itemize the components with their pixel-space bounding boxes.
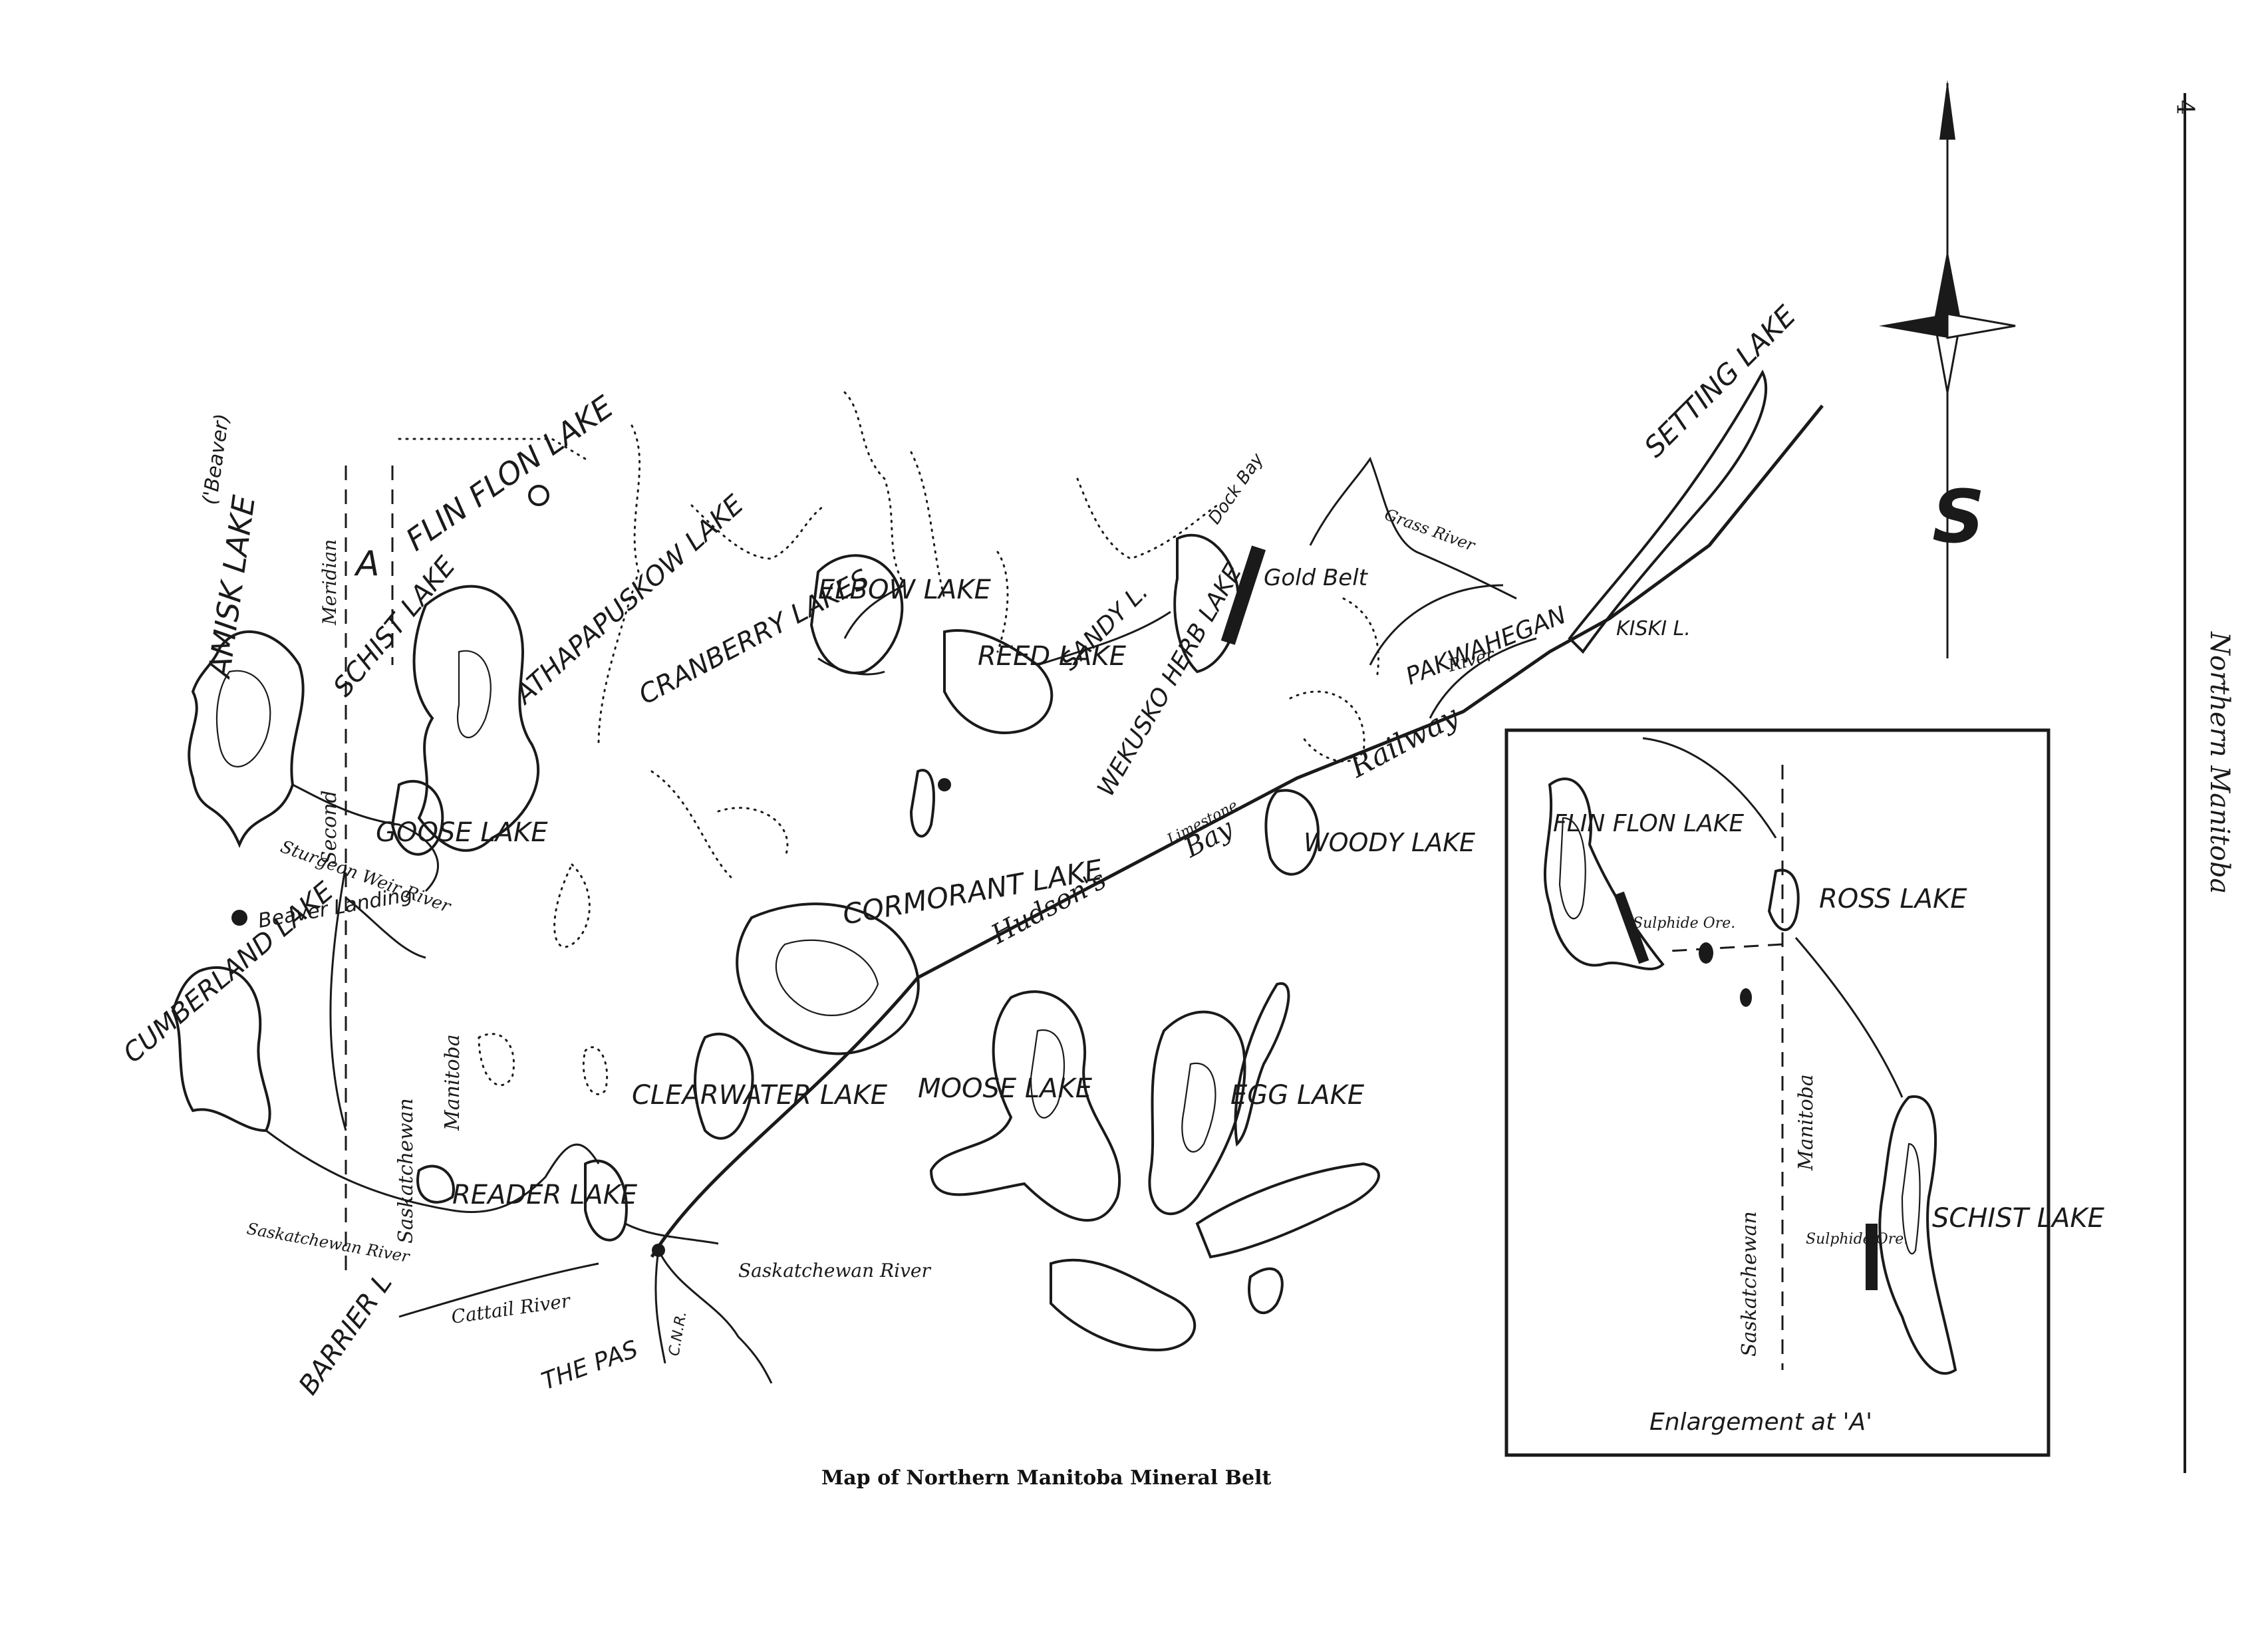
label-kiski-lake: KISKI L.	[1616, 617, 1691, 640]
inset-label-flin-flon: FLIN FLON LAKE	[1553, 810, 1744, 837]
label-second: Second	[318, 790, 341, 865]
label-amisk-lake: AMISK LAKE	[201, 493, 262, 682]
mine-markers	[231, 485, 951, 1257]
label-reader-lake: READER LAKE	[452, 1180, 638, 1210]
inset-label-ross-lake: ROSS LAKE	[1819, 884, 1967, 914]
label-railway: Railway	[1344, 699, 1465, 785]
map-caption: Map of Northern Manitoba Mineral Belt	[821, 1466, 1272, 1490]
label-moose-lake: MOOSE LAKE	[918, 1073, 1093, 1104]
label-saskatchewan-river-west: Saskatchewan River	[245, 1219, 412, 1266]
label-goose-lake: GOOSE LAKE	[376, 817, 548, 848]
label-woody-lake: WOODY LAKE	[1304, 828, 1475, 857]
railway-line	[650, 404, 1824, 1258]
label-clearwater-lake: CLEARWATER LAKE	[632, 1080, 888, 1111]
lakes-east	[929, 982, 1380, 1352]
label-athapapuskow-lake: ATHAPAPUSKOW LAKE	[508, 489, 750, 711]
compass-rose: S	[1879, 80, 2016, 658]
label-cattail-river: Cattail River	[450, 1289, 572, 1328]
setting-lake-shape	[1568, 369, 1768, 654]
label-barrier-lake: BARRIER L	[293, 1268, 398, 1401]
inset-enlargement: FLIN FLON LAKE ROSS LAKE SCHIST LAKE Sul…	[1504, 728, 2105, 1457]
label-the-pas: THE PAS	[538, 1335, 642, 1395]
label-a-marker: A	[354, 544, 380, 584]
rivers	[265, 456, 1537, 1384]
label-manitoba-vertical: Manitoba	[441, 1034, 464, 1131]
label-reed-lake: REED LAKE	[978, 641, 1127, 672]
gold-belt-bar	[1220, 545, 1266, 645]
inset-label-schist-lake: SCHIST LAKE	[1932, 1203, 2105, 1234]
inset-caption: Enlargement at 'A'	[1649, 1409, 1872, 1436]
inset-label-manitoba: Manitoba	[1794, 1074, 1818, 1171]
label-gold-belt: Gold Belt	[1264, 565, 1369, 591]
label-schist-lake: SCHIST LAKE	[327, 551, 462, 702]
compass-label: S	[1932, 474, 1985, 559]
label-meridian: Meridian	[319, 539, 341, 626]
page-number: 4	[2171, 100, 2198, 115]
inset-label-saskatchewan: Saskatchewan	[1738, 1211, 1761, 1357]
inset-label-sulphide-ore-1: Sulphide Ore.	[1633, 915, 1735, 932]
dotted-trails	[398, 391, 1380, 1095]
label-elbow-lake: ELBOW LAKE	[818, 575, 992, 605]
label-dock-bay: Dock Bay	[1205, 450, 1268, 528]
running-head: Northern Manitoba	[2204, 632, 2235, 894]
label-setting-lake: SETTING LAKE	[1637, 299, 1802, 464]
label-beaver: ('Beaver)	[198, 412, 234, 506]
label-egg-lake: EGG LAKE	[1230, 1080, 1365, 1111]
lakes-central	[694, 533, 1320, 1140]
inset-label-sulphide-ore-2: Sulphide Ore.	[1806, 1231, 1908, 1248]
label-saskatchewan-vertical: Saskatchewan	[394, 1098, 418, 1244]
label-cnr: C.N.R.	[666, 1310, 690, 1357]
label-saskatchewan-river-east: Saskatchewan River	[738, 1260, 931, 1282]
label-flin-flon-lake: FLIN FLON LAKE	[399, 388, 620, 558]
